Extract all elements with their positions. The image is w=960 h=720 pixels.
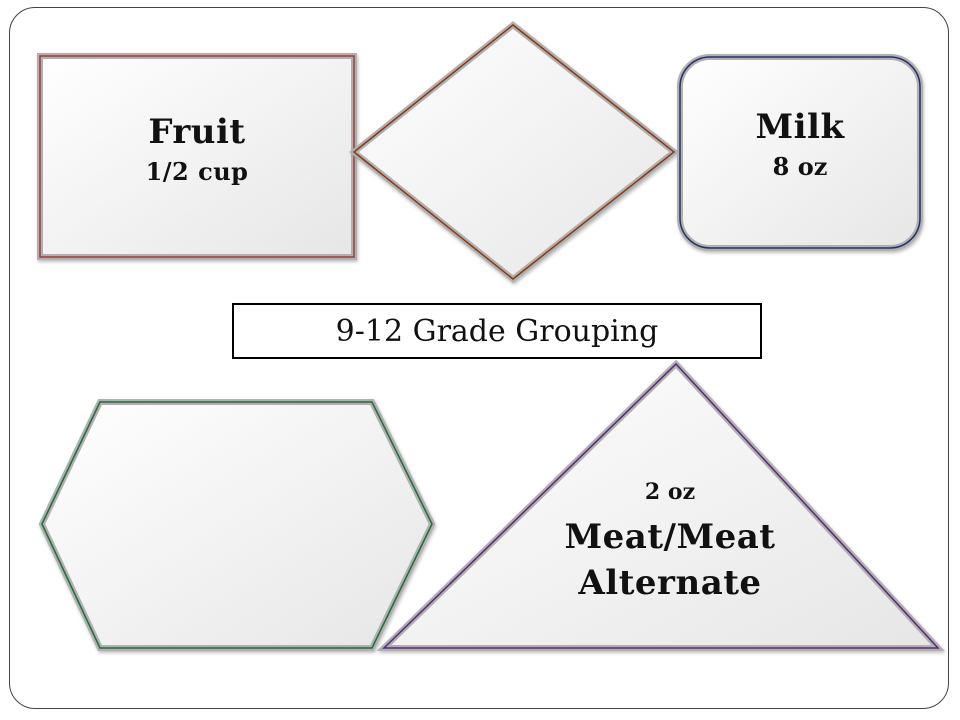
milk-title: Milk bbox=[755, 107, 845, 147]
meat-title-line1: Meat/Meat bbox=[564, 517, 776, 558]
meat-quantity: 2 oz bbox=[644, 479, 696, 505]
fruit-title: Fruit bbox=[148, 112, 246, 152]
meat-title-line2: Alternate bbox=[578, 563, 762, 604]
grade-grouping-box: 9-12 Grade Grouping bbox=[232, 303, 762, 359]
slide-frame bbox=[9, 7, 949, 709]
empty-hexagon bbox=[38, 399, 436, 651]
milk-quantity: 8 oz bbox=[772, 152, 828, 182]
fruit-label: Fruit 1/2 cup bbox=[40, 112, 354, 187]
fruit-quantity: 1/2 cup bbox=[145, 157, 249, 187]
meat-label: 2 oz Meat/Meat Alternate bbox=[520, 479, 820, 607]
milk-rounded-rectangle bbox=[677, 54, 923, 251]
empty-diamond bbox=[349, 21, 679, 283]
milk-label: Milk 8 oz bbox=[680, 107, 920, 182]
fruit-rectangle bbox=[37, 53, 357, 260]
meat-triangle bbox=[376, 359, 945, 651]
